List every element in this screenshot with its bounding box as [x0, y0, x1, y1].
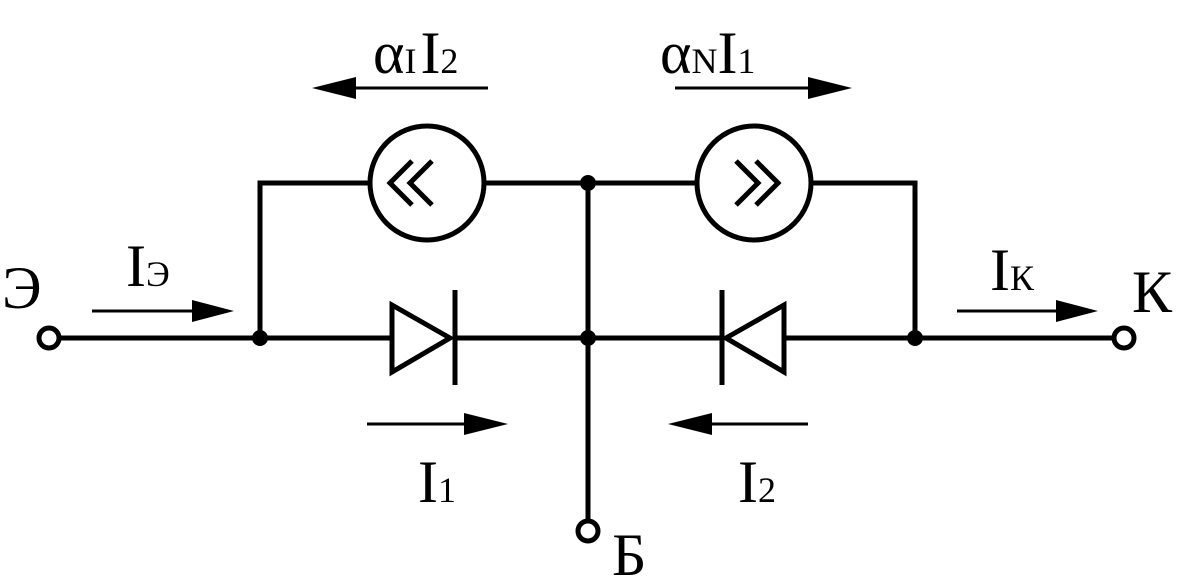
label-collector-current: IК: [990, 237, 1035, 303]
junction-dot: [580, 175, 596, 191]
arrow-source-right: [675, 77, 852, 99]
arrow-collector-current: [957, 300, 1098, 322]
terminal-base: [575, 518, 601, 544]
label-emitter-current: IЭ: [126, 233, 170, 299]
arrow-source-left: [312, 77, 488, 99]
label-collector: К: [1132, 259, 1173, 325]
label-diode1-current: I1: [418, 449, 456, 515]
current-source-right: [694, 123, 814, 243]
arrow-diode2-current: [668, 413, 808, 435]
label-base: Б: [612, 522, 646, 586]
arrow-emitter-current: [92, 300, 234, 322]
junction-dot: [580, 330, 596, 346]
label-source-right: αNI1: [660, 20, 755, 86]
terminal-emitter: [36, 325, 62, 351]
label-emitter: Э: [2, 255, 42, 321]
label-diode2-current: I2: [738, 449, 776, 515]
diode-collector: [719, 290, 787, 385]
top-branch-left: [257, 180, 370, 338]
current-source-left: [367, 123, 487, 243]
arrow-diode1-current: [367, 413, 508, 435]
junction-dot: [252, 330, 268, 346]
top-branch-right: [811, 180, 918, 338]
terminal-collector: [1111, 325, 1137, 351]
diode-emitter: [389, 290, 458, 385]
junction-dot: [907, 330, 923, 346]
label-source-left: αII2: [373, 20, 458, 86]
